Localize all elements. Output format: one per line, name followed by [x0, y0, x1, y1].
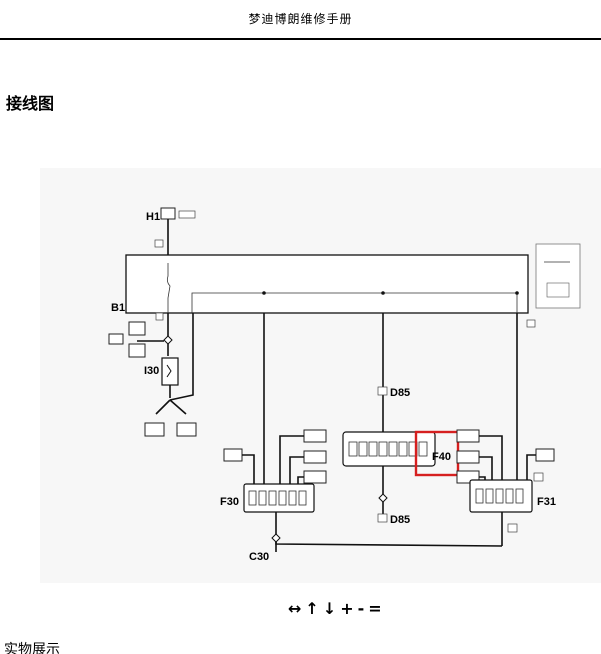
label-d85-bottom: D85: [390, 514, 410, 526]
pin: [368, 441, 378, 457]
pin: [278, 490, 287, 506]
pin: [248, 490, 257, 506]
label-b1: B1: [111, 302, 125, 314]
section-title: 接线图: [6, 94, 55, 113]
wire: [479, 456, 493, 480]
legend-symbol-down: ↓: [322, 598, 337, 618]
lamp-icon: [303, 470, 327, 484]
lamp-icon: [144, 422, 165, 437]
wire-split: [155, 399, 187, 415]
wire: [479, 476, 486, 480]
pin: [495, 488, 504, 504]
component-b1-box: [125, 254, 529, 314]
connector-tag: [526, 319, 536, 328]
legend-symbol-up: ↑: [305, 598, 319, 618]
label-f30: F30: [220, 496, 239, 508]
wire: [289, 456, 304, 484]
pin: [505, 488, 514, 504]
wiring-diagram-svg: H1 B1 I30: [108, 207, 581, 563]
bus-node: [515, 291, 519, 295]
splice-node: [378, 493, 388, 503]
footer-cutoff-text: 实物展示: [4, 642, 60, 654]
bus-node: [381, 291, 385, 295]
component-i30: [161, 357, 179, 386]
splice-node: [271, 533, 281, 543]
connector-tag: [155, 312, 164, 321]
pin: [515, 488, 524, 504]
pin: [388, 441, 398, 457]
connector-tag: [507, 523, 518, 533]
pin: [485, 488, 494, 504]
connector-tag: [533, 472, 544, 482]
label-f31: F31: [537, 496, 556, 508]
pin: [298, 490, 307, 506]
wire: [242, 454, 255, 484]
bus-node: [262, 291, 266, 295]
splice-node: [163, 335, 173, 345]
wiring-diagram: H1 B1 I30: [40, 168, 601, 583]
label-c30: C30: [249, 551, 269, 563]
wire: [279, 435, 304, 484]
wire-b1-to-i30-ground: [169, 313, 194, 401]
switch-icon: [128, 343, 146, 358]
wire-c30-ground-bus: [275, 536, 503, 547]
i30-switch-symbol: [166, 364, 172, 378]
pin: [258, 490, 267, 506]
pin: [378, 441, 388, 457]
symbol-legend-row: ↔ ↑ ↓ + - =: [288, 597, 382, 619]
pin: [348, 441, 358, 457]
pin: [398, 441, 408, 457]
label-f40: F40: [432, 451, 451, 463]
switch-icon: [176, 422, 197, 437]
sensor-icon: [108, 333, 124, 345]
label-i30: I30: [144, 365, 159, 377]
mini-legend-symbol: [546, 282, 570, 298]
page-header-title: 梦迪博朗维修手册: [248, 12, 353, 26]
legend-symbol-horizontal: ↔: [288, 598, 302, 618]
legend-symbol-plus: +: [340, 598, 354, 618]
connector-d85-bottom: [377, 513, 388, 523]
pin: [475, 488, 484, 504]
header-divider: [0, 38, 601, 40]
component-h1-tag: [178, 210, 196, 219]
component-h1-symbol: [160, 207, 176, 220]
pin: [358, 441, 368, 457]
connector-d85-top: [377, 386, 388, 396]
lamp-icon: [223, 448, 243, 462]
legend-symbol-minus: -: [357, 598, 365, 618]
b1-fuse-line: [166, 263, 171, 313]
lamp-icon: [456, 450, 480, 464]
wire: [297, 476, 304, 484]
switch-icon: [128, 321, 146, 336]
connector-tag: [154, 239, 164, 248]
lamp-icon: [535, 448, 555, 462]
legend-symbol-equals: =: [368, 598, 382, 618]
label-h1: H1: [146, 211, 160, 223]
mini-legend-box: [535, 243, 581, 309]
wire: [479, 435, 503, 480]
pin: [288, 490, 297, 506]
lamp-icon: [303, 429, 327, 443]
label-d85-top: D85: [390, 387, 410, 399]
pin: [268, 490, 277, 506]
wire: [526, 454, 536, 480]
b1-internal-bus: [191, 292, 518, 313]
lamp-icon: [303, 450, 327, 464]
lamp-icon: [456, 429, 480, 443]
pin: [418, 441, 428, 457]
